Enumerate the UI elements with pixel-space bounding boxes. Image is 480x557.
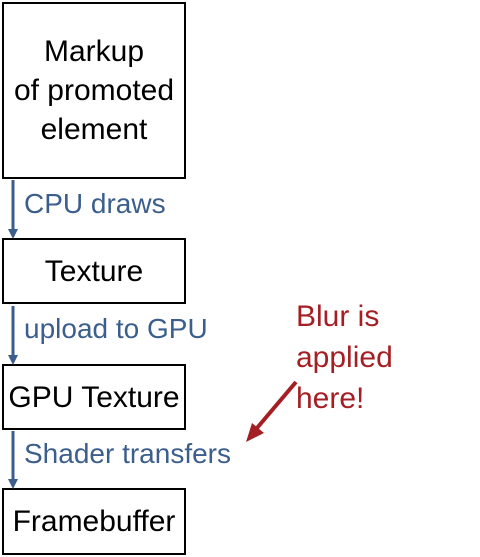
node-texture: Texture xyxy=(2,238,186,304)
arrow-markup-to-texture xyxy=(8,180,18,239)
step-label-cpu-draws: CPU draws xyxy=(24,188,166,219)
node-framebuffer: Framebuffer xyxy=(2,488,186,555)
annotation-blur-applied: Blur is applied here! xyxy=(296,300,393,416)
node-texture-label: Texture xyxy=(44,254,144,288)
arrow-gpu-texture-to-framebuffer xyxy=(8,431,18,489)
annotation-pointer-arrow xyxy=(246,380,298,442)
arrow-texture-to-gpu-texture xyxy=(8,306,18,365)
step-label-upload-to-gpu: upload to GPU xyxy=(24,313,208,344)
step-label-shader-transfers: Shader transfers xyxy=(24,438,231,469)
node-gpu-texture-label: GPU Texture xyxy=(8,380,180,414)
node-framebuffer-label: Framebuffer xyxy=(12,505,176,538)
node-gpu-texture: GPU Texture xyxy=(2,364,186,430)
node-markup-label: Markup of promoted element xyxy=(13,35,175,146)
node-markup-of-promoted-element: Markup of promoted element xyxy=(2,2,186,179)
